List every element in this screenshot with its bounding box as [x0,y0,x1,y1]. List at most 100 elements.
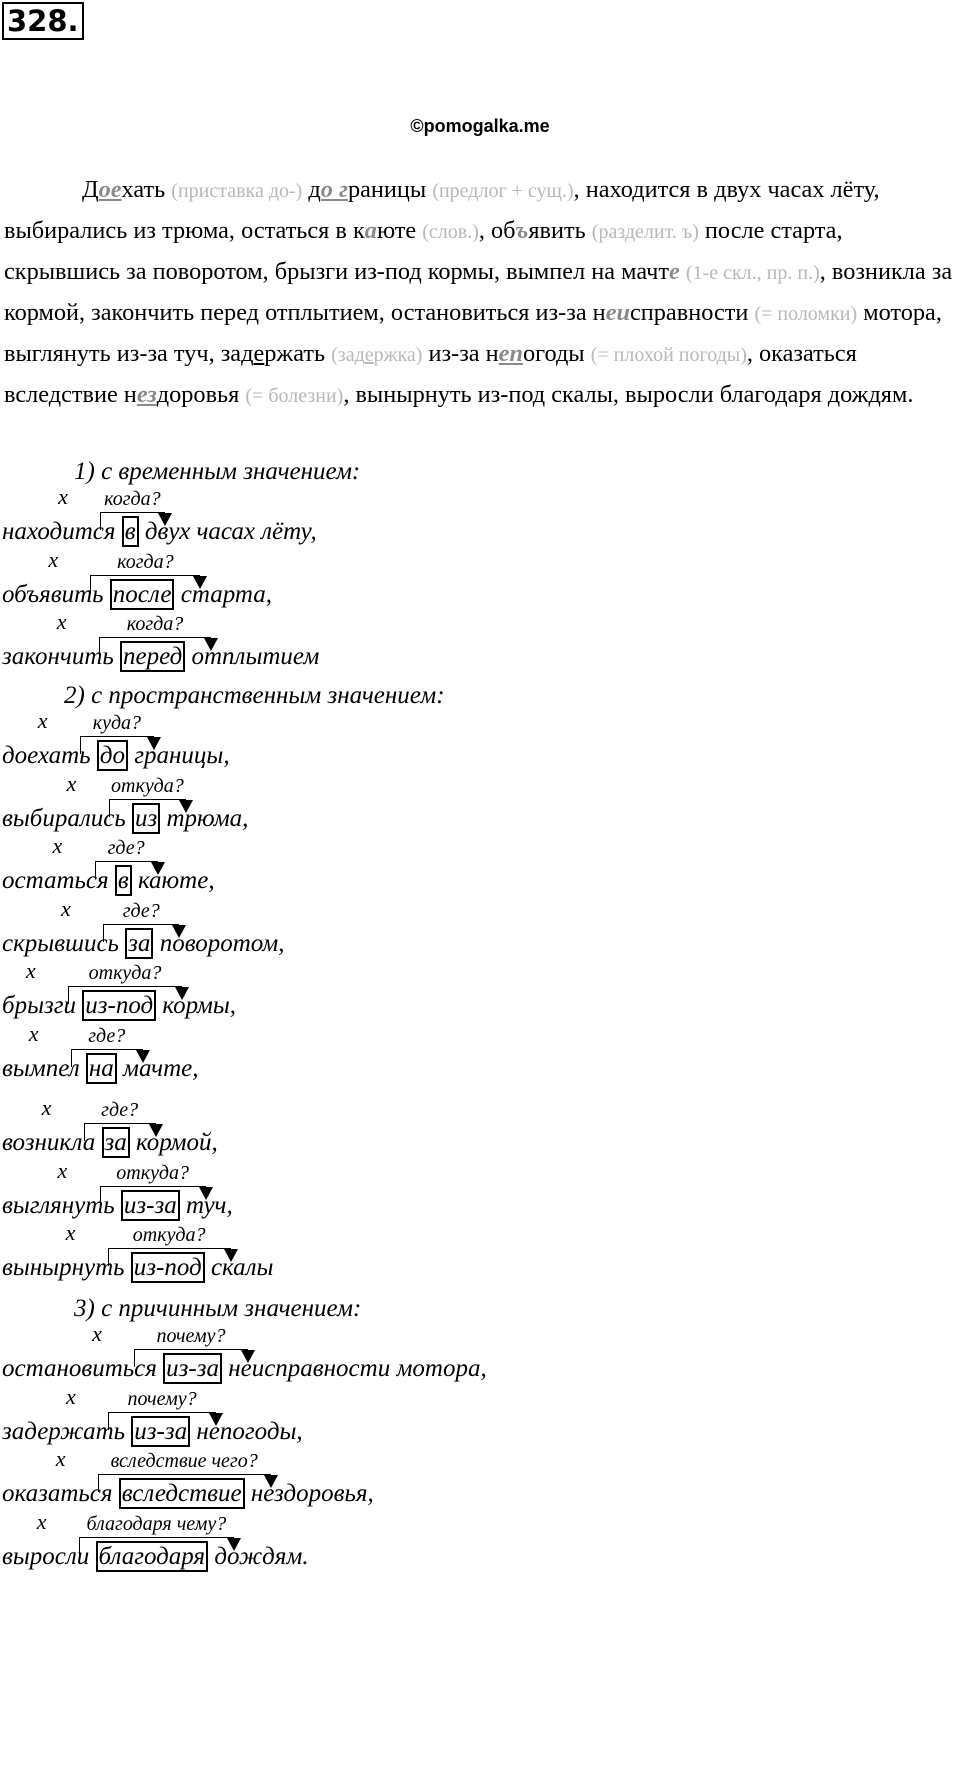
arrow-line [108,798,187,800]
dependent-word: дождям. [208,1542,309,1570]
arrow-stem [103,923,104,942]
main-word: выглянуть [2,1191,121,1219]
main-word: остаться [2,867,115,894]
main-word-x-mark: x [37,708,48,733]
arrow-line [103,923,180,925]
arrow-stem [94,861,96,879]
exercise-number: 328. [2,2,84,40]
dependent-word: старта, [174,580,272,608]
arrow-line [108,1411,217,1413]
dependent-word: границы, [128,742,230,769]
scheme-phrase: вынырнуть из-под скалы [2,1252,274,1283]
main-word: брызги [2,992,83,1019]
paragraph-highlight: еп [498,340,523,367]
paragraph-text: , об [478,217,516,244]
dependent-word: скалы [204,1254,274,1281]
paragraph-note: (слов.) [422,221,479,243]
paragraph-text: огоды [522,340,591,367]
question-label: где? [107,837,145,859]
preposition-box: из-за [120,1189,180,1221]
section-heading: 3) с причинным значением: [74,1295,362,1322]
paragraph-note: (предлог + сущ.) [432,180,574,202]
main-word-x-mark: x [92,1321,102,1346]
preposition-box: в [114,865,132,896]
arrow-head-icon [157,513,172,526]
preposition-box: за [125,927,154,959]
scheme-phrase: доехать до границы, [2,740,230,771]
arrow-head-icon [204,638,219,651]
dependent-word: непогоды, [190,1417,303,1445]
paragraph-note: ржка) [373,344,423,366]
paragraph-highlight: еи [605,299,630,326]
question-label: куда? [92,712,142,734]
dependent-word: кормой, [129,1129,218,1156]
arrow-line [98,637,212,638]
main-word: выросли [2,1542,96,1570]
paragraph-text: доровья [156,381,246,408]
main-word-x-mark: x [65,1220,76,1245]
paragraph-text: д [302,176,321,203]
paragraph-note: е [364,344,374,366]
paragraph-highlight: а [364,217,377,244]
preposition-box: до [96,740,129,771]
preposition-box: после [109,578,175,610]
scheme-phrase: остановиться из-за неисправности мотора, [2,1353,487,1384]
watermark: ©pomogalka.me [410,116,550,136]
paragraph-text: ржать [264,340,332,367]
question-label: откуда? [111,774,184,797]
arrow-head-icon [240,1350,255,1363]
scheme-phrase: вымпел на мачте, [2,1052,198,1084]
main-word-x-mark: x [41,1095,52,1120]
arrow-line [90,574,201,576]
main-word-x-mark: x [48,546,59,572]
preposition-box: из-за [163,1353,222,1384]
question-label: откуда? [116,1161,189,1184]
scheme-phrase: объявить после старта, [2,578,272,610]
paragraph-highlight: ое [98,176,122,203]
scheme-phrase: находится в двух часах лёту, [2,516,317,547]
main-word: доехать [2,742,97,769]
arrow-head-icon [147,737,162,750]
arrow-stem [99,1185,101,1204]
paragraph-highlight: ез [136,381,157,408]
preposition-box: вследствие [118,1478,245,1509]
arrow-head-icon [198,1186,213,1200]
question-label: почему? [127,1387,197,1410]
preposition-box: из-под [130,1252,205,1283]
question-label: когда? [117,550,174,573]
preposition-box: в [121,516,139,547]
scheme-phrase: выросли благодаря дождям. [2,1540,309,1572]
arrow-stem [108,798,110,817]
arrow-line [78,1536,235,1538]
arrow-line [100,512,165,513]
main-word: возникла [2,1129,102,1156]
paragraph-note: (зад [331,344,365,366]
main-word: задержать [2,1417,132,1445]
arrow-line [83,1123,156,1124]
arrow-head-icon [179,799,194,813]
paragraph-text: юте [376,217,423,244]
arrow-stem [67,986,69,1004]
arrow-stem [107,1248,109,1266]
question-label: когда? [126,613,184,635]
arrow-head-icon [263,1475,278,1488]
question-label: где? [122,899,160,922]
arrow-line [134,1349,248,1350]
arrow-line [70,1048,143,1050]
main-word-x-mark: x [56,609,67,634]
section-heading: 2) с пространственным значением: [64,682,445,709]
main-word-x-mark: x [66,770,77,796]
preposition-box: за [101,1127,130,1158]
main-word-x-mark: x [55,1446,66,1471]
arrow-stem [79,736,81,754]
scheme-phrase: закончить перед отплытием [2,641,319,672]
arrow-head-icon [135,1049,150,1063]
arrow-line [94,861,158,862]
main-word: закончить [2,643,121,670]
paragraph-text: , находится в двух часах лёту, выбиралис… [4,176,880,244]
main-word-x-mark: x [57,1157,68,1183]
main-word: вымпел [2,1054,86,1082]
arrow-head-icon [227,1537,242,1551]
arrow-stem [97,1474,99,1492]
dependent-word: трюма, [160,804,249,832]
